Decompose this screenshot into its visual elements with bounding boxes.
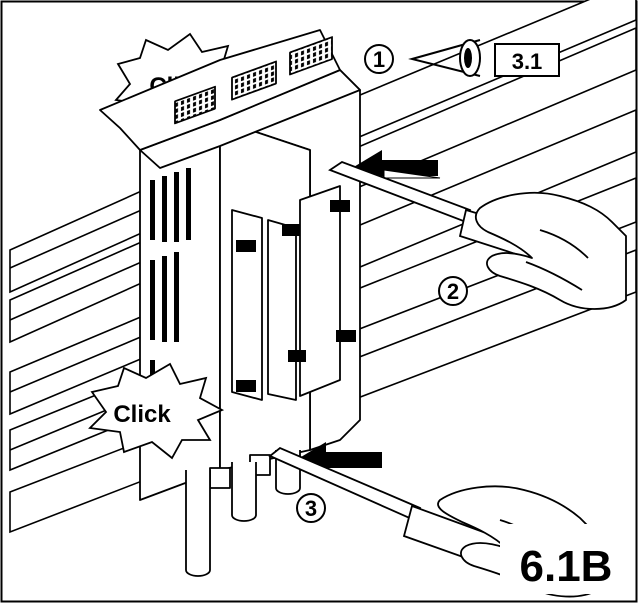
step-2-marker: 2: [438, 276, 468, 306]
step-3-label: 3: [305, 496, 317, 521]
step-1-label: 1: [373, 47, 385, 72]
figure-id: 6.1B: [500, 524, 632, 594]
reference-label: 3.1: [512, 49, 543, 74]
figure-id-label: 6.1B: [520, 542, 613, 591]
fuse-holder-device: [99, 29, 361, 501]
step-1-marker: 1: [364, 44, 394, 74]
eye-icon: [408, 39, 481, 77]
step-3-marker: 3: [296, 493, 326, 523]
reference-box: 3.1: [494, 43, 560, 77]
step-2-label: 2: [447, 279, 459, 304]
hand-icon: [474, 191, 627, 310]
click-label-bottom: Click: [113, 401, 171, 428]
click-burst-bottom: Click: [88, 362, 225, 460]
